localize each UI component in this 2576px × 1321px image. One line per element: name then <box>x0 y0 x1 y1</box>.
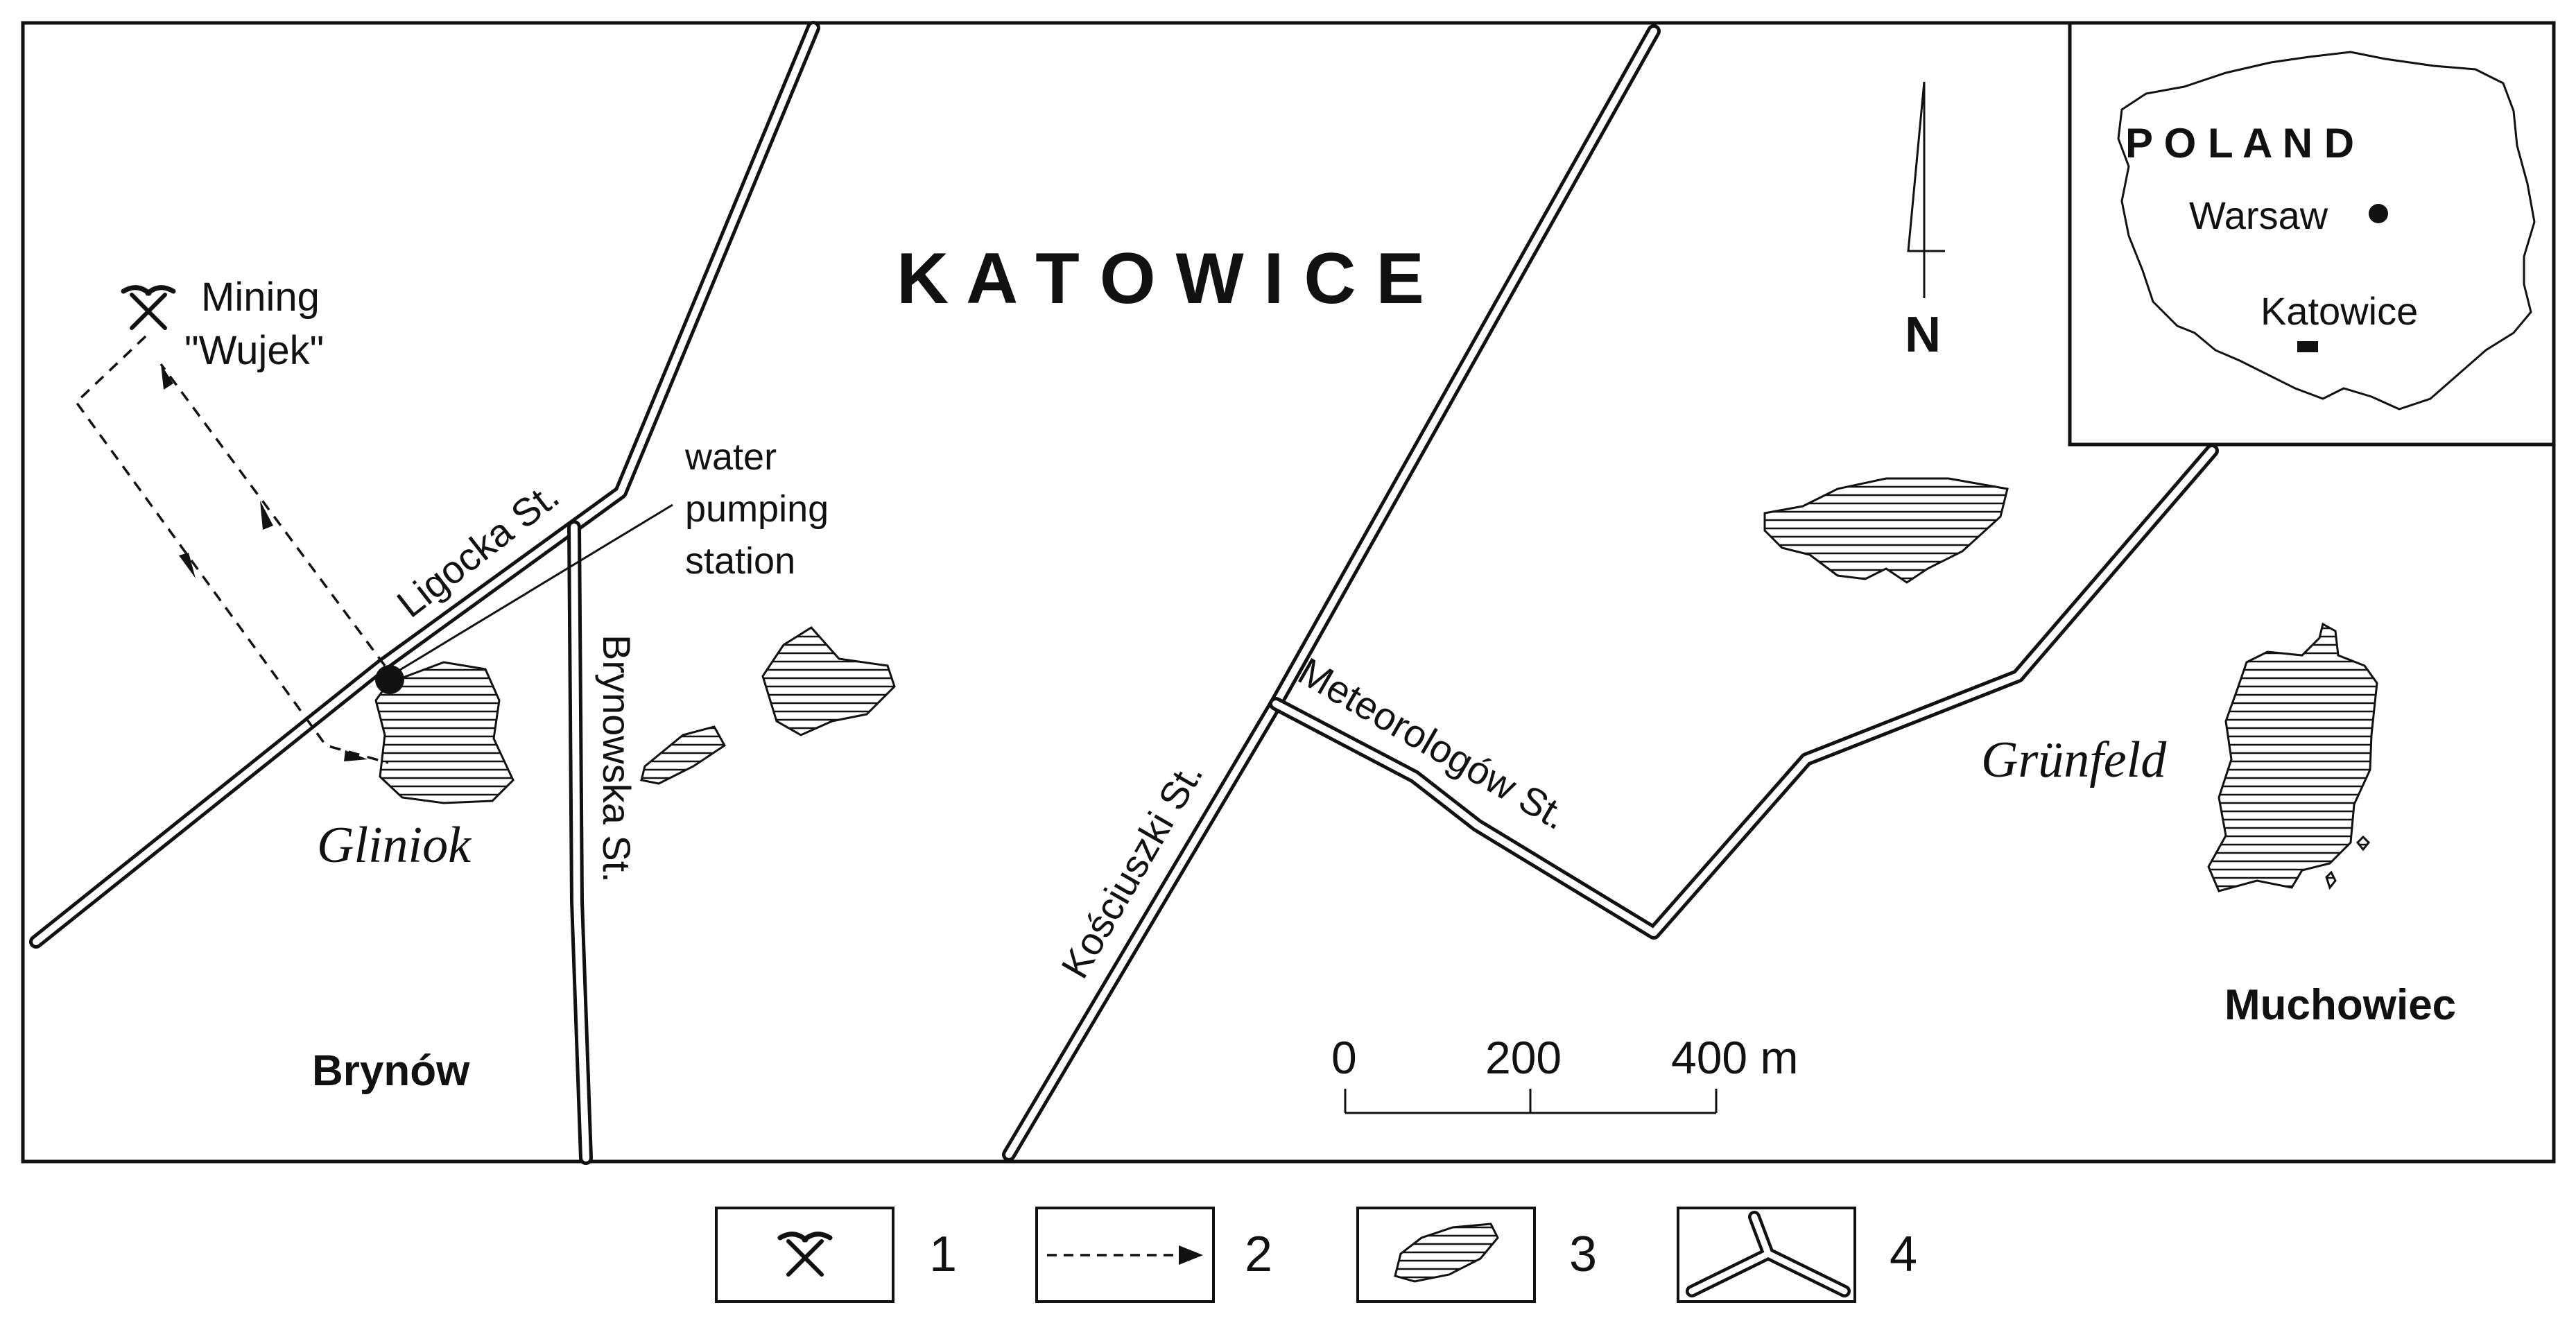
legend-number-3: 3 <box>1569 1227 1597 1282</box>
pump-leader-line <box>389 503 673 677</box>
inset-warsaw-dot <box>2369 204 2388 223</box>
gliniok-label: Gliniok <box>317 817 472 874</box>
legend-number-4: 4 <box>1890 1227 1917 1282</box>
inset-katowice-label: Katowice <box>2261 289 2418 333</box>
flow-line-a <box>74 335 389 764</box>
brynow-label: Brynów <box>312 1047 470 1095</box>
inset-map: P O L A N D Warsaw Katowice <box>2068 21 2556 447</box>
road-ligocka <box>29 21 820 949</box>
muchowiec-label: Muchowiec <box>2224 981 2456 1029</box>
pump-label-2: pumping <box>685 488 829 530</box>
inset-katowice-marker <box>2297 341 2318 352</box>
legend-road-symbol <box>1686 1211 1851 1297</box>
legend-number-1: 1 <box>929 1227 957 1282</box>
inset-warsaw-label: Warsaw <box>2189 193 2328 237</box>
lake-grunfeld <box>2207 622 2378 892</box>
inset-country-label: P O L A N D <box>2125 120 2354 166</box>
road-meteorologow <box>1269 444 2219 940</box>
mining-label-2: "Wujek" <box>184 328 324 373</box>
scale-tick-0: 0 <box>1331 1032 1357 1083</box>
mining-icon <box>121 285 176 330</box>
lake-tiny-2 <box>2325 870 2337 890</box>
poland-outline <box>2117 51 2536 411</box>
lake-small-2 <box>761 626 896 736</box>
pump-label-1: water <box>684 436 777 478</box>
arrowhead-1 <box>161 364 173 390</box>
water-flow-lines <box>74 335 389 764</box>
legend-mining-icon <box>777 1232 833 1277</box>
city-title: K A T O W I C E <box>897 239 1424 319</box>
grunfeld-label: Grünfeld <box>1981 732 2167 788</box>
scale-bar <box>1344 1089 1718 1114</box>
lakes <box>374 477 2378 892</box>
pump-label-3: station <box>685 540 795 582</box>
legend-lake-symbol <box>1394 1223 1499 1283</box>
mining-label-1: Mining <box>201 275 320 320</box>
legend: 1 2 3 4 <box>715 1207 1917 1303</box>
legend-arrowhead <box>1179 1245 1203 1265</box>
scale-tick-400: 400 m <box>1671 1032 1798 1083</box>
lake-small-1 <box>640 725 726 785</box>
pump-station-dot <box>375 665 404 694</box>
lake-gliniok <box>374 661 515 804</box>
road-brynowska <box>567 520 593 1165</box>
lake-ne <box>1763 477 2009 584</box>
scale-tick-200: 200 <box>1485 1032 1562 1083</box>
roads <box>29 21 2219 1165</box>
flow-line-b <box>159 363 386 667</box>
arrowhead-3 <box>260 501 273 530</box>
north-arrow-icon <box>1907 81 1945 298</box>
arrowhead-2 <box>179 553 196 578</box>
flow-arrowheads <box>161 364 368 761</box>
legend-number-2: 2 <box>1245 1227 1272 1282</box>
lake-tiny-1 <box>2355 835 2371 852</box>
north-label: N <box>1905 307 1941 363</box>
arrowhead-4 <box>344 750 368 761</box>
street-label-brynowska: Brynowska St. <box>595 634 639 883</box>
